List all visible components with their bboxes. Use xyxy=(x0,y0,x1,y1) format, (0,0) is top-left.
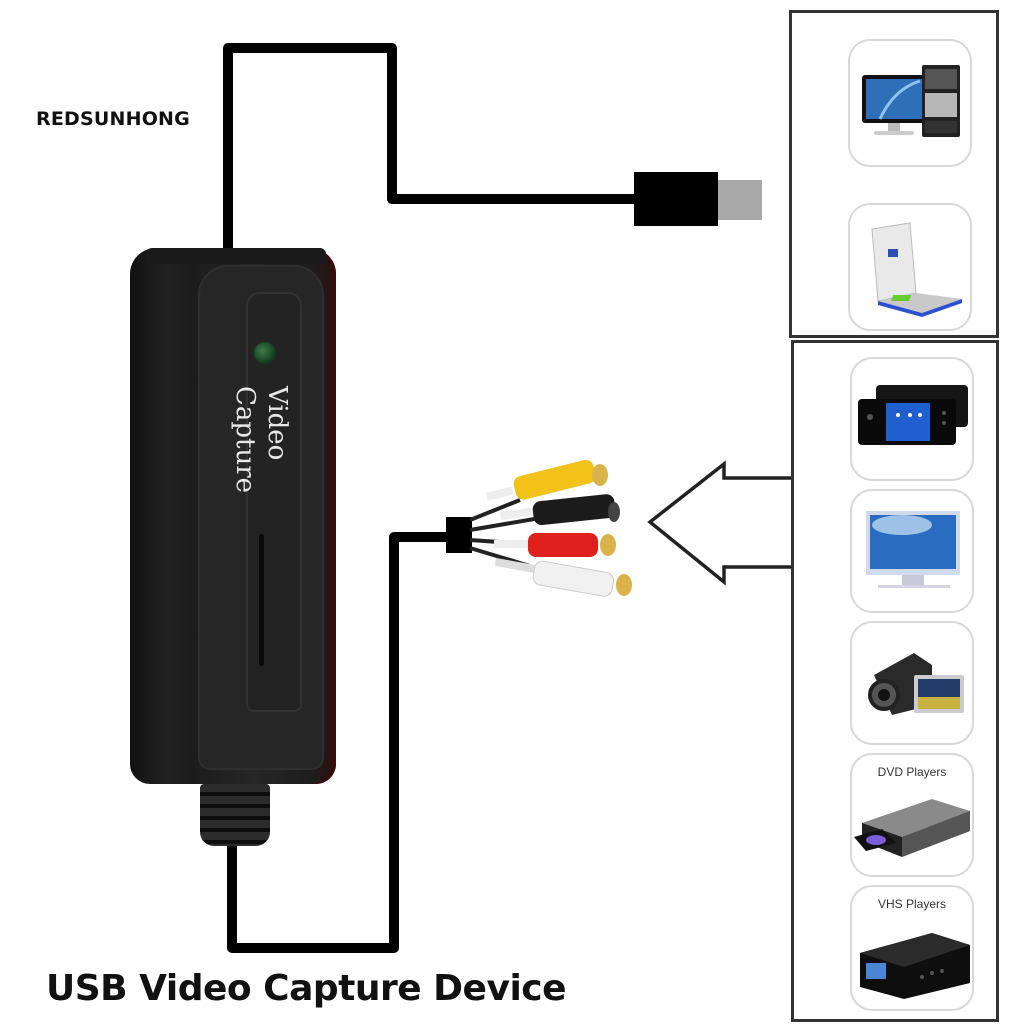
tile-camcorder xyxy=(850,621,974,745)
output-devices-panel xyxy=(789,10,999,338)
camcorder-icon xyxy=(868,653,964,715)
laptop-icon xyxy=(871,222,962,317)
av-splitter xyxy=(446,517,472,553)
usb-plug xyxy=(634,172,718,226)
tile-laptop xyxy=(848,203,972,331)
rca-plug-yellow xyxy=(486,459,608,501)
status-led-icon xyxy=(254,342,276,364)
device-slot xyxy=(259,534,264,666)
device-label-line2: Capture xyxy=(230,386,260,494)
av-cable xyxy=(227,532,450,953)
desktop-computer-icon xyxy=(862,65,960,137)
cable-strain-relief xyxy=(200,784,270,846)
tile-tv-monitor xyxy=(850,489,974,613)
caption-title: USB Video Capture Device xyxy=(46,968,567,1009)
usb-plug-tip xyxy=(718,180,762,220)
tile-desktop-computer xyxy=(848,39,972,167)
tile-vhs-player: VHS Players xyxy=(850,885,974,1011)
input-arrow-icon xyxy=(647,460,795,586)
vhs-player-icon xyxy=(860,933,970,999)
brand-logo: REDSUNHONG xyxy=(36,108,190,130)
rca-plug-white xyxy=(494,557,632,597)
dvd-player-icon xyxy=(854,799,970,857)
source-devices-panel: DVD Players VHS Players xyxy=(791,340,999,1022)
device-channel xyxy=(246,292,302,712)
rca-plug-red xyxy=(494,533,616,557)
device-top-cap xyxy=(146,248,326,264)
svideo-plug-black xyxy=(499,494,620,526)
usb-cable xyxy=(223,43,636,250)
tile-handheld-console xyxy=(850,357,974,481)
tv-monitor-icon xyxy=(866,511,960,588)
device-label-line1: Video xyxy=(262,386,292,461)
device-label: Video Capture xyxy=(230,382,298,532)
dvd-players-label: DVD Players xyxy=(877,765,947,779)
tile-dvd-player: DVD Players xyxy=(850,753,974,877)
vhs-players-label: VHS Players xyxy=(877,897,947,911)
handheld-game-console-icon xyxy=(858,385,968,445)
